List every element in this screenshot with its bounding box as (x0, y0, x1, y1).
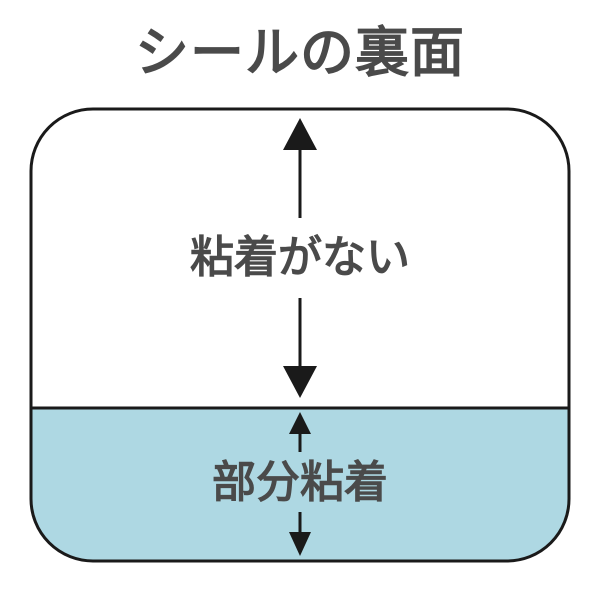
sticker-outline (29, 107, 571, 563)
adhesive-height-arrow (289, 412, 311, 556)
arrow-head-up-icon (289, 412, 311, 434)
diagram-title: シールの裏面 (135, 21, 465, 84)
non-adhesive-height-arrow (283, 118, 317, 398)
arrow-head-up-icon (283, 118, 317, 150)
arrow-head-down-icon (283, 366, 317, 398)
arrow-head-down-icon (289, 532, 311, 556)
